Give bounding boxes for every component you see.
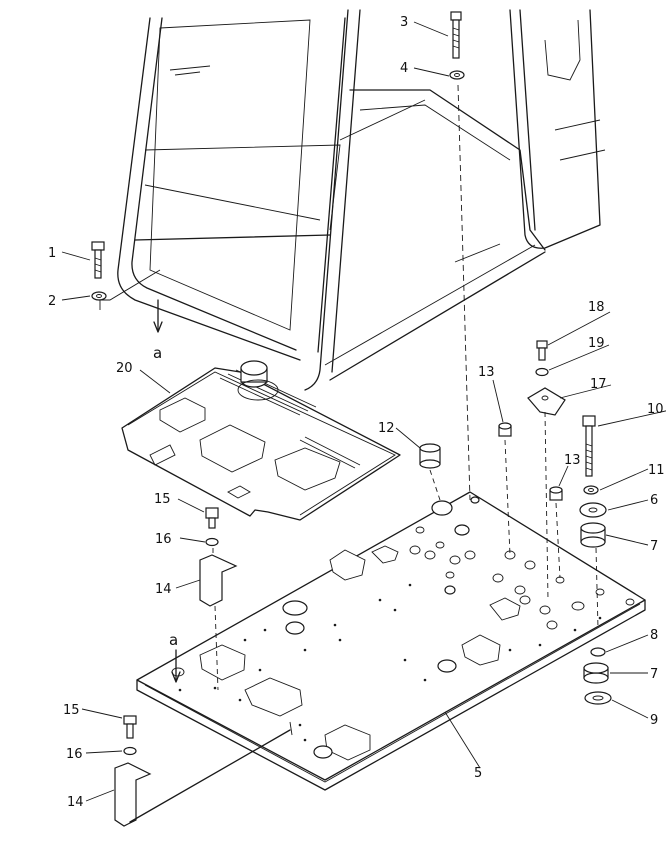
bolt-10: [582, 415, 596, 477]
callout-6: 6: [650, 493, 658, 508]
washer-16b: [123, 746, 137, 756]
callout-4: 4: [400, 61, 408, 76]
callout-11: 11: [648, 463, 665, 478]
callout-12: 12: [378, 421, 395, 436]
bolt-18: [536, 340, 548, 361]
callout-10: 10: [647, 402, 664, 417]
washer-16a: [205, 537, 219, 547]
callout-13b: 13: [564, 453, 581, 468]
callout-2: 2: [48, 294, 56, 309]
callout-14b: 14: [67, 795, 84, 810]
bolt-15b: [123, 715, 137, 739]
floor-plate: [136, 491, 646, 791]
bolt-15a: [205, 507, 219, 529]
callout-9: 9: [650, 713, 658, 728]
bolt-1: [91, 241, 105, 279]
spacer-6: [579, 502, 607, 518]
callout-15a: 15: [154, 492, 171, 507]
callout-5: 5: [474, 766, 482, 781]
callout-14a: 14: [155, 582, 172, 597]
bolt-3: [450, 11, 462, 59]
floor-mat: [121, 360, 401, 521]
callout-8: 8: [650, 628, 658, 643]
callout-19: 19: [588, 336, 605, 351]
pin-13a: [498, 422, 512, 437]
pin-13b: [549, 486, 563, 501]
washer-9: [584, 691, 612, 705]
bracket-17: [527, 387, 566, 416]
section-mark-a-upper: a: [153, 344, 162, 362]
callout-7b: 7: [650, 667, 658, 682]
bracket-14a: [199, 554, 238, 607]
callout-7a: 7: [650, 539, 658, 554]
callout-13a: 13: [478, 365, 495, 380]
section-mark-a-lower: a: [169, 631, 178, 649]
callout-17: 17: [590, 377, 607, 392]
cushion-7b: [583, 662, 609, 684]
plate-cutout: [244, 677, 303, 717]
callout-18: 18: [588, 300, 605, 315]
cushion-12: [419, 443, 441, 469]
callout-16b: 16: [66, 747, 83, 762]
callout-3: 3: [400, 15, 408, 30]
bracket-14b: [114, 762, 152, 827]
cushion-7a: [580, 522, 606, 548]
callout-15b: 15: [63, 703, 80, 718]
callout-1: 1: [48, 246, 56, 261]
callout-16a: 16: [155, 532, 172, 547]
callout-labels: 3 4 1 2 20 12 13 13 18 19 17 10 11 6 7 8…: [48, 15, 665, 810]
cab-frame: [99, 9, 606, 391]
washer-19: [535, 367, 549, 377]
washer-8: [590, 647, 606, 657]
leader-lines: [61, 21, 666, 802]
callout-20: 20: [116, 361, 133, 376]
